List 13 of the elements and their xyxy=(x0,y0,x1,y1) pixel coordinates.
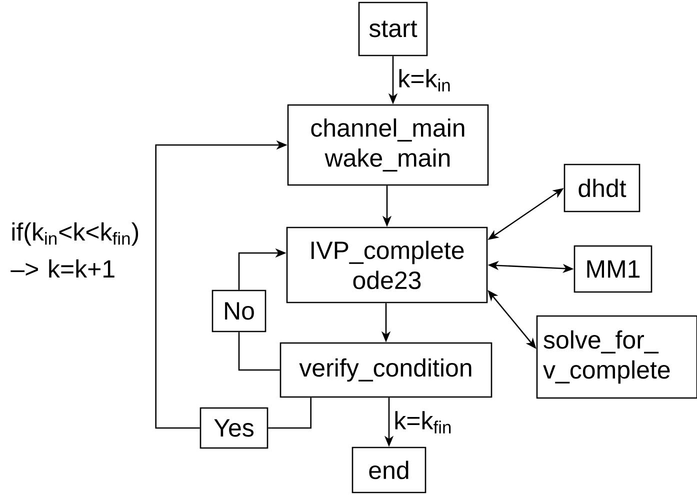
process-box: No xyxy=(212,290,266,332)
process-box: channel_main wake_main xyxy=(287,104,489,186)
process-box: end xyxy=(352,446,426,494)
process-box: solve_for_ v_complete xyxy=(536,315,697,399)
process-box: MM1 xyxy=(574,245,652,293)
edge-label: k=k$_{in}$ xyxy=(396,68,452,92)
loop-condition-note: if(k$_{in}$<k<k$_{fin}$) –> k=k+1 xyxy=(10,222,138,278)
process-box: verify_condition xyxy=(280,342,492,398)
process-box: dhdt xyxy=(564,164,640,212)
process-box: Yes xyxy=(200,407,268,449)
process-box: IVP_complete ode23 xyxy=(286,226,488,304)
edge-label: k=k$_{fin}$ xyxy=(392,410,454,434)
process-box: start xyxy=(358,2,428,56)
